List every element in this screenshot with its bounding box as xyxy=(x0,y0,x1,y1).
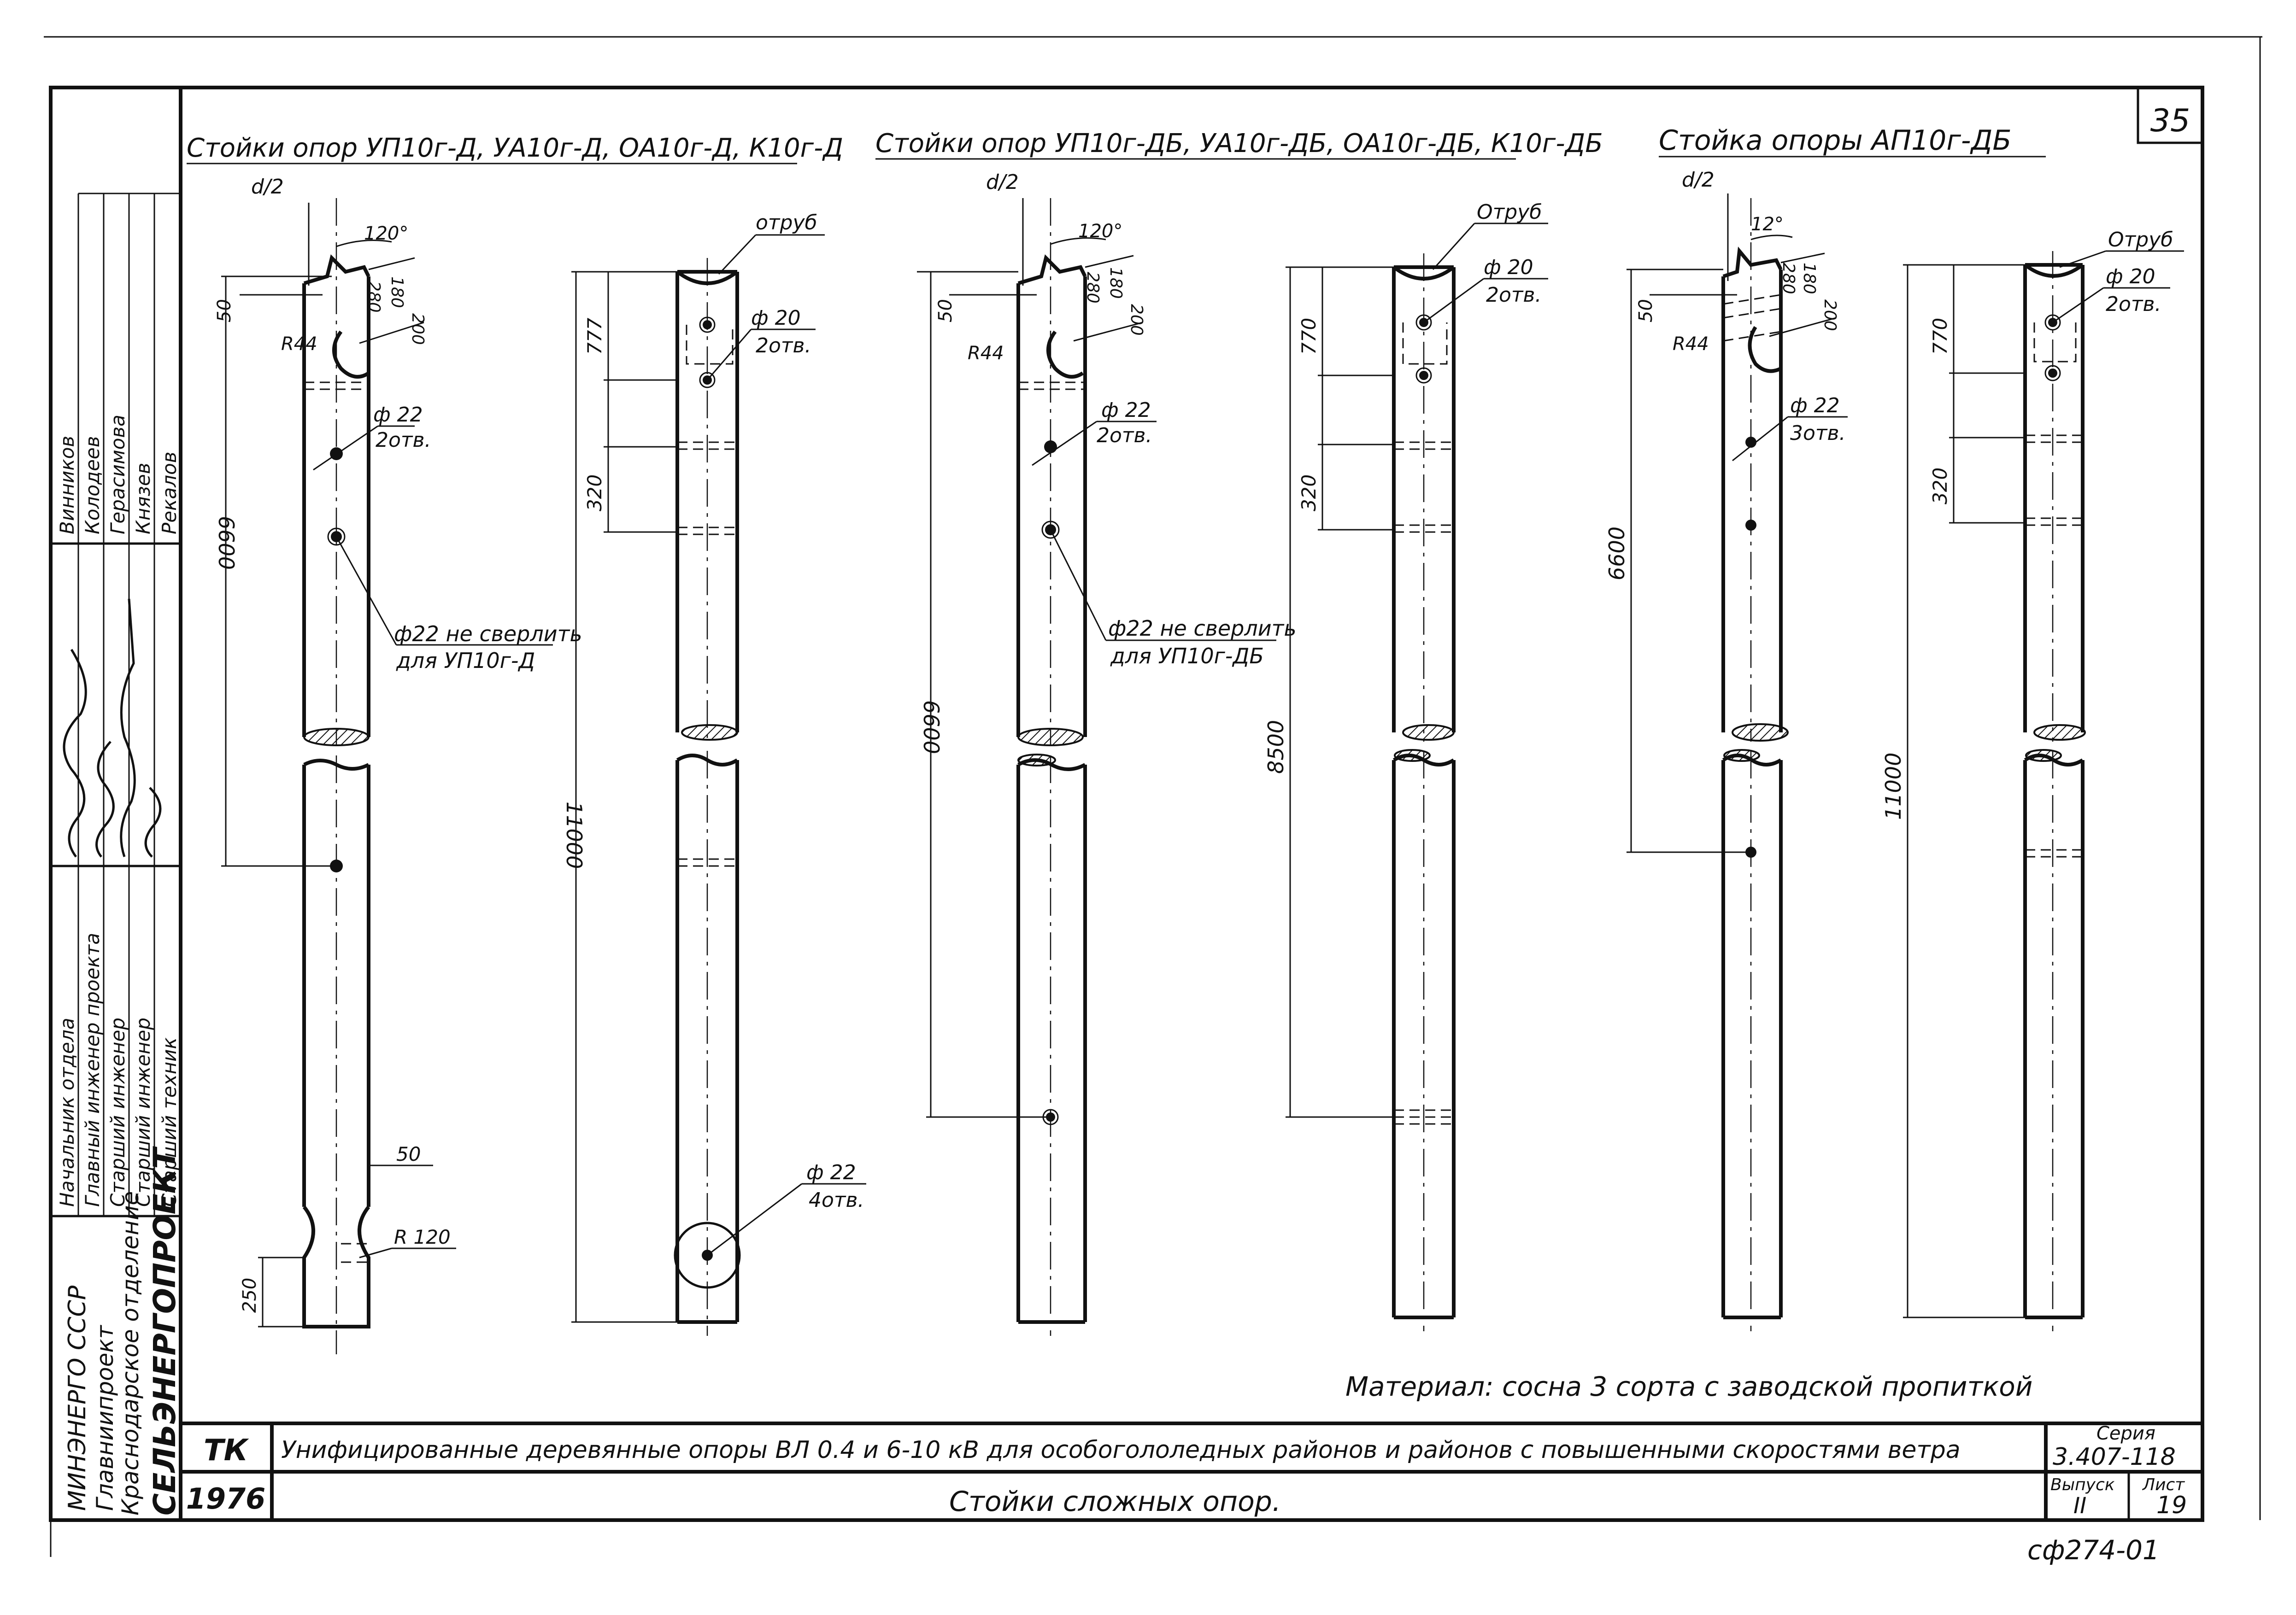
title-block-year: 1976 xyxy=(186,1482,266,1516)
section-1-dim-180: 180 xyxy=(388,276,406,308)
section-2-bottom-hole-diameter: ф 22 xyxy=(806,1161,856,1184)
section-3-half-d: d/2 xyxy=(986,170,1019,194)
stamp-org-institute: СЕЛЬЭНЕРГОПРОЕКТ xyxy=(147,1146,182,1516)
sheet-label: Лист xyxy=(2142,1475,2185,1494)
section-1-length: 6600 xyxy=(214,516,239,570)
section-2-hole-diameter: ф 20 xyxy=(751,306,801,330)
stamp-role-2: Главный инженер проекта xyxy=(81,933,104,1207)
section-5-hole-count: 3отв. xyxy=(1790,421,1845,445)
stamp-role-1: Начальник отдела xyxy=(56,1018,78,1207)
section-3-dim-280: 280 xyxy=(1083,272,1102,304)
title-block-description: Унифицированные деревянные опоры ВЛ 0.4 … xyxy=(281,1436,1961,1464)
section-5-dim-200: 200 xyxy=(1820,299,1839,331)
section-6-top-label: Отруб xyxy=(2108,228,2173,252)
section-4-hole-diameter: ф 20 xyxy=(1484,256,1533,279)
section-6-length: 11000 xyxy=(1881,753,1906,820)
issue-label: Выпуск xyxy=(2050,1475,2115,1494)
stamp-role-4: Старший инженер xyxy=(132,1018,154,1207)
section-1-hole-diameter: ф 22 xyxy=(373,403,423,427)
section-3-length: 6600 xyxy=(919,700,944,754)
material-note: Материал: сосна 3 сорта с заводской проп… xyxy=(1345,1371,2032,1402)
signature-1 xyxy=(63,649,87,858)
section-1-hole-count: 2отв. xyxy=(376,428,431,452)
section-3-note-diameter: ф22 не сверлить xyxy=(1108,616,1297,641)
section-1-dim-50: 50 xyxy=(214,299,235,322)
side-stamp: МИНЭНЕРГО СССР Главниипроект Краснодарск… xyxy=(51,193,182,1516)
section-2-dim-320: 320 xyxy=(583,474,606,511)
section-1-bottom-250: 250 xyxy=(239,1278,260,1313)
section-5-title: Стойка опоры АП10г-ДБ xyxy=(1659,124,2012,157)
section-5-dim-50: 50 xyxy=(1635,299,1656,322)
section-5-dim-280: 280 xyxy=(1779,263,1798,294)
sheet-number: 35 xyxy=(2150,103,2190,139)
series-label: Серия xyxy=(2096,1423,2155,1444)
section-4-pole-drawing: Отруб ф 20 2отв. 8500 770 320 xyxy=(1263,200,1548,1331)
section-6-dim-320: 320 xyxy=(1929,468,1951,504)
signature-4 xyxy=(144,787,162,858)
stamp-role-3: Старший инженер xyxy=(106,1018,129,1207)
section-6-hole-count: 2отв. xyxy=(2106,293,2161,316)
title-block-sheet-title: Стойки сложных опор. xyxy=(949,1486,1281,1518)
section-5-radius: R44 xyxy=(1673,334,1709,355)
stamp-name-4: Князев xyxy=(132,463,154,534)
series-value: 3.407-118 xyxy=(2053,1443,2176,1471)
section-5-dim-180: 180 xyxy=(1800,263,1819,294)
stamp-name-1: Винников xyxy=(56,436,78,534)
section-2-length: 11000 xyxy=(562,802,587,869)
stamp-name-5: Рекалов xyxy=(158,451,181,534)
section-1-note-diameter: ф22 не сверлить xyxy=(394,621,582,646)
section-2-hole-count: 2отв. xyxy=(756,334,811,357)
section-4-hole-count: 2отв. xyxy=(1486,283,1541,307)
section-3-radius: R44 xyxy=(968,343,1004,364)
stamp-org-ministry: МИНЭНЕРГО СССР xyxy=(64,1285,91,1511)
section-1-bottom-radius: R 120 xyxy=(394,1226,451,1248)
section-1-bottom-50: 50 xyxy=(396,1143,421,1165)
section-4-length: 8500 xyxy=(1263,720,1288,774)
section-1-title: Стойки опор УП10г-Д, УА10г-Д, ОА10г-Д, К… xyxy=(187,133,843,163)
section-2-bottom-hole-count: 4отв. xyxy=(809,1188,864,1212)
stamp-name-3: Герасимова xyxy=(106,415,129,534)
section-5-pole-drawing: Стойка опоры АП10г-ДБ 6600 50 R44 d/2 12… xyxy=(1604,124,2046,1331)
section-3-pole-drawing: Стойки опор УП10г-ДБ, УА10г-ДБ, ОА10г-ДБ… xyxy=(875,129,1603,1336)
title-block: ТК 1976 Унифицированные деревянные опоры… xyxy=(186,1423,2187,1519)
stamp-name-2: Колодеев xyxy=(81,436,104,534)
section-4-dim-770: 770 xyxy=(1298,318,1320,355)
section-4-dim-320: 320 xyxy=(1298,474,1320,511)
section-1-dim-280: 280 xyxy=(364,281,383,313)
section-1-dim-200: 200 xyxy=(408,313,427,345)
section-5-length: 6600 xyxy=(1604,527,1629,580)
sheet-frame xyxy=(44,36,2262,1557)
stamp-role-5: Старший техник xyxy=(158,1037,181,1207)
section-3-hole-count: 2отв. xyxy=(1097,424,1152,447)
section-3-dim-50: 50 xyxy=(935,299,956,322)
section-1-pole-drawing: Стойки опор УП10г-Д, УА10г-Д, ОА10г-Д, К… xyxy=(187,133,843,1354)
section-3-hole-diameter: ф 22 xyxy=(1101,398,1151,422)
title-block-code: ТК xyxy=(204,1434,249,1468)
section-6-dim-770: 770 xyxy=(1929,318,1951,355)
section-2-dim-777: 777 xyxy=(583,318,606,355)
section-3-note-text: для УП10г-ДБ xyxy=(1110,644,1264,668)
section-6-pole-drawing: Отруб ф 20 2отв. 11000 770 320 xyxy=(1881,228,2184,1331)
stamp-org-branch: Краснодарское отделение xyxy=(117,1191,144,1516)
sheet-value: 19 xyxy=(2156,1492,2187,1519)
section-1-note-text: для УП10г-Д xyxy=(396,648,535,673)
signature-2 xyxy=(95,741,115,858)
section-5-angle: 12° xyxy=(1751,214,1784,235)
issue-value: II xyxy=(2073,1493,2086,1519)
section-5-half-d: d/2 xyxy=(1682,168,1715,192)
section-3-dim-200: 200 xyxy=(1127,304,1146,336)
section-3-title: Стойки опор УП10г-ДБ, УА10г-ДБ, ОА10г-ДБ… xyxy=(875,129,1603,158)
section-3-dim-180: 180 xyxy=(1106,267,1125,299)
section-1-half-d: d/2 xyxy=(251,175,284,199)
section-1-radius: R44 xyxy=(281,334,317,355)
footer-code: сф274-01 xyxy=(2027,1534,2160,1566)
section-5-hole-diameter: ф 22 xyxy=(1790,394,1840,417)
section-6-hole-diameter: ф 20 xyxy=(2106,265,2155,288)
section-4-top-label: Отруб xyxy=(1477,200,1542,224)
signature-3 xyxy=(120,598,136,857)
section-2-top-label: отруб xyxy=(756,211,817,234)
section-2-pole-drawing: отруб ф 20 2отв. 11000 777 320 ф 22 4отв… xyxy=(562,211,866,1336)
stamp-org-main: Главниипроект xyxy=(92,1324,118,1511)
